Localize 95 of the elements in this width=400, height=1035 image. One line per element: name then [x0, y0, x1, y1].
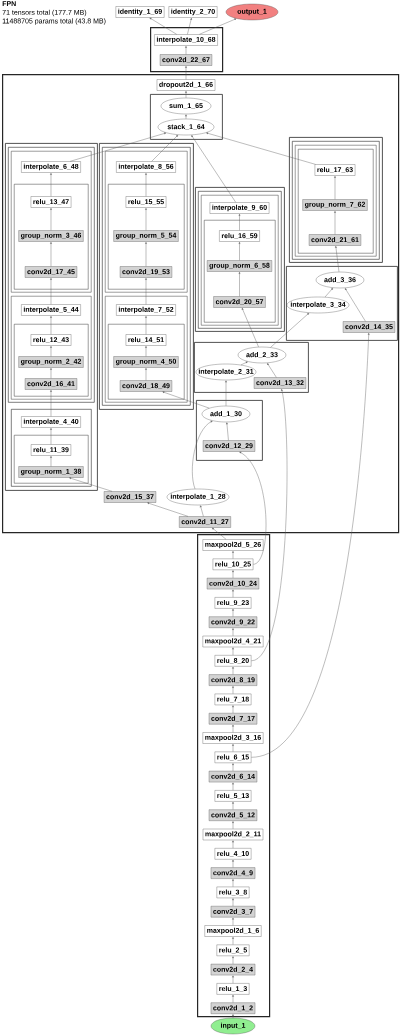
arrow	[232, 608, 234, 617]
arrow	[50, 456, 52, 467]
arrow	[232, 763, 234, 772]
arrow	[238, 272, 241, 297]
arrow	[151, 135, 178, 162]
arrow	[50, 368, 52, 379]
module-box	[286, 266, 398, 341]
arrow	[185, 66, 187, 80]
arrow	[145, 316, 147, 335]
arrow	[232, 956, 234, 965]
arrow	[232, 994, 234, 1003]
arrow	[232, 898, 234, 907]
module-box	[150, 94, 223, 140]
arrow	[212, 527, 227, 540]
module-box	[11, 409, 92, 487]
arrow	[251, 389, 288, 661]
arrow	[232, 570, 234, 579]
module-box	[108, 324, 185, 400]
arrow	[232, 879, 234, 887]
arrow	[149, 17, 177, 35]
arrow	[232, 937, 234, 945]
module-box	[14, 184, 89, 290]
arrow	[232, 859, 234, 868]
arrow	[50, 346, 52, 357]
arrow	[232, 628, 234, 637]
arrow	[145, 278, 147, 305]
arrow	[185, 91, 187, 99]
arrow	[50, 428, 52, 445]
arrow	[240, 361, 248, 366]
arrow	[232, 551, 234, 559]
arrow	[232, 589, 234, 598]
arrow	[191, 135, 236, 203]
arrow	[324, 288, 333, 298]
arrow	[50, 390, 52, 417]
module-box	[197, 534, 271, 1018]
arrow	[232, 705, 234, 714]
module-box	[204, 220, 276, 323]
arrow	[200, 505, 204, 517]
arrow	[185, 114, 187, 120]
arrow	[69, 132, 166, 162]
arrow	[238, 214, 241, 231]
arrow	[334, 211, 336, 235]
arrow	[232, 975, 234, 984]
arrow	[226, 422, 229, 441]
arrow	[50, 316, 52, 335]
arrow	[50, 278, 52, 305]
arrow	[206, 132, 316, 165]
arrow	[192, 420, 213, 490]
arrow	[145, 368, 147, 381]
module-box	[11, 296, 92, 400]
arrow	[241, 307, 259, 348]
module-box	[196, 400, 263, 461]
arrow	[199, 18, 237, 35]
arrow	[232, 724, 234, 733]
arrow	[345, 288, 366, 322]
arrow	[238, 242, 241, 261]
module-box	[14, 435, 89, 484]
module-box	[105, 296, 188, 403]
arrow	[270, 313, 310, 348]
arrow	[267, 363, 277, 378]
arrow	[145, 208, 147, 231]
arrow	[232, 840, 234, 849]
arrow	[69, 477, 113, 492]
module-box	[14, 324, 89, 397]
arrow	[232, 821, 234, 830]
arrow	[50, 173, 52, 197]
arrow	[145, 173, 147, 197]
module-box	[108, 184, 185, 290]
arrow	[145, 346, 147, 357]
arrow	[239, 451, 267, 565]
arrow	[147, 502, 189, 517]
arrow	[232, 744, 234, 752]
module-box	[5, 143, 98, 491]
arrow	[232, 917, 234, 926]
arrow	[232, 801, 234, 810]
module-box	[2, 74, 400, 534]
arrow	[334, 176, 336, 200]
arrow	[232, 666, 234, 675]
arrow	[187, 18, 192, 35]
module-box	[150, 27, 224, 73]
arrow	[335, 246, 340, 273]
arrow	[251, 333, 370, 758]
arrow	[225, 380, 227, 407]
module-box	[11, 151, 92, 293]
arrow	[185, 46, 187, 55]
arrow	[50, 242, 52, 267]
arrow	[50, 208, 52, 231]
arrow	[232, 686, 234, 694]
arrow	[145, 242, 147, 267]
module-box	[194, 342, 309, 393]
arrow	[232, 782, 234, 791]
arrow	[162, 391, 210, 409]
module-box	[8, 147, 95, 403]
arrow	[232, 647, 234, 656]
module-box	[105, 151, 188, 293]
